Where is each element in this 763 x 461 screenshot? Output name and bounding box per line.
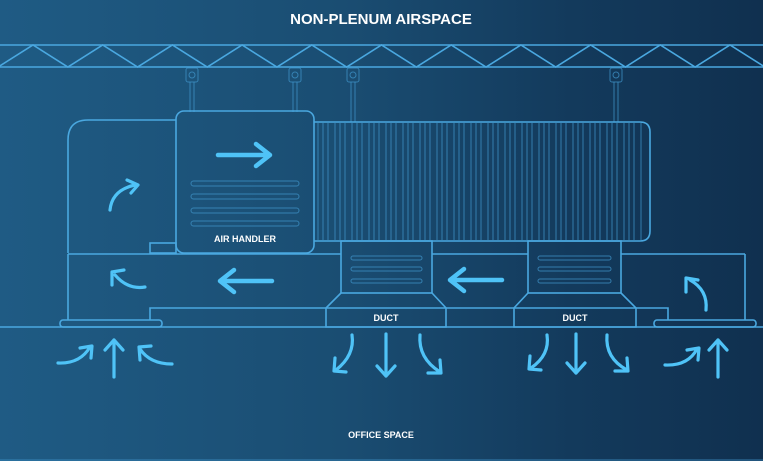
office-space-label: OFFICE SPACE bbox=[348, 430, 414, 440]
down-arrow-icon bbox=[565, 332, 587, 375]
curved-down-arrow-icon bbox=[605, 333, 630, 373]
left-intake-arrows bbox=[56, 338, 174, 379]
left-floor-grille bbox=[59, 319, 163, 328]
truss-diagonals bbox=[0, 44, 763, 68]
diagram-title: NON-PLENUM AIRSPACE bbox=[290, 11, 472, 28]
curved-up-arrow-icon bbox=[56, 344, 94, 365]
hanger bbox=[288, 67, 302, 112]
curved-down-arrow-icon bbox=[332, 333, 355, 374]
truss-web bbox=[0, 44, 763, 68]
duct-right-label: DUCT bbox=[563, 313, 588, 323]
hanger bbox=[185, 67, 199, 112]
housing-step bbox=[149, 242, 177, 254]
air-handler: AIR HANDLER bbox=[175, 110, 315, 254]
up-arrow-icon bbox=[707, 338, 729, 379]
coil-ribs bbox=[317, 123, 642, 240]
up-arrow-icon bbox=[103, 338, 125, 379]
arrow-left-icon bbox=[217, 267, 275, 295]
duct-left: DUCT bbox=[325, 240, 447, 328]
duct-right-outlet-arrows bbox=[527, 332, 630, 375]
air-handler-vents bbox=[190, 180, 300, 227]
arrow-left-icon bbox=[447, 266, 505, 294]
duct-left-outlet-arrows bbox=[332, 332, 443, 378]
duct-right: DUCT bbox=[513, 240, 637, 328]
coil-section bbox=[314, 121, 651, 242]
ceiling-truss bbox=[0, 44, 763, 68]
right-intake-arrows bbox=[663, 338, 729, 379]
curved-up-arrow-icon bbox=[663, 346, 701, 367]
curved-arrow-icon bbox=[110, 268, 147, 290]
hanger bbox=[346, 67, 360, 122]
curved-down-arrow-icon bbox=[527, 333, 550, 372]
curved-arrow-icon bbox=[684, 276, 708, 312]
return-channel bbox=[59, 253, 757, 328]
curved-up-arrow-icon bbox=[137, 344, 174, 366]
curved-arrow-icon bbox=[108, 178, 140, 212]
air-handler-label: AIR HANDLER bbox=[214, 234, 276, 244]
down-arrow-icon bbox=[375, 332, 397, 378]
duct-left-label: DUCT bbox=[374, 313, 399, 323]
hangers bbox=[185, 67, 623, 122]
hanger bbox=[609, 67, 623, 122]
right-floor-grille bbox=[653, 319, 757, 328]
return-housing-outline bbox=[67, 119, 176, 253]
curved-down-arrow-icon bbox=[418, 333, 443, 375]
arrow-right-icon bbox=[215, 141, 273, 169]
